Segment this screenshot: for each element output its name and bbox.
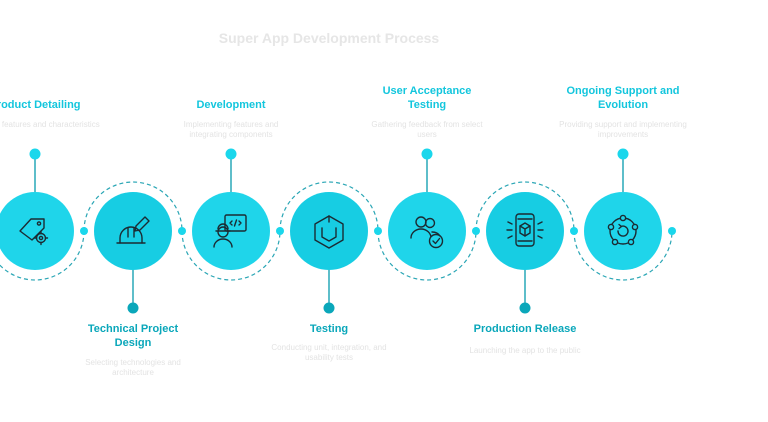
developer-code-icon (213, 214, 247, 248)
connector-arc (0, 230, 85, 281)
step-circle (290, 192, 368, 270)
stem-dot (519, 302, 531, 314)
step-desc-technical-design: Selecting technologies and architecture (85, 358, 181, 377)
step-label-user-acceptance: User Acceptance Testing (382, 85, 472, 111)
step-label-product-detailing: Product Detailing (0, 99, 81, 111)
step-label-ongoing-support: Ongoing Support and Evolution (566, 85, 680, 111)
stem-dot (323, 302, 335, 314)
connector-arc (377, 230, 477, 281)
junction-dot (276, 227, 284, 235)
stem-dot (29, 148, 41, 160)
junction-dot (668, 227, 676, 235)
users-check-icon (410, 216, 444, 249)
step-label-technical-design: Technical Project Design (87, 323, 179, 349)
junction-dot (80, 227, 88, 235)
step-label-testing: Testing (309, 323, 349, 335)
step-circle (584, 192, 662, 270)
junction-dot (178, 227, 186, 235)
stem-dot (225, 148, 237, 160)
network-cycle-icon (607, 214, 639, 246)
step-desc-user-acceptance: Gathering feedback from select users (371, 120, 483, 139)
step-circle (0, 192, 74, 270)
step-circle (94, 192, 172, 270)
step-label-development: Development (196, 99, 266, 111)
stem-dot (127, 302, 139, 314)
step-desc-ongoing-support: Providing support and implementing impro… (559, 120, 687, 139)
junction-dot (472, 227, 480, 235)
step-label-production-release: Production Release (473, 323, 577, 335)
junction-dot (374, 227, 382, 235)
step-desc-testing: Conducting unit, integration, and usabil… (271, 343, 387, 362)
phone-box-icon (506, 213, 544, 247)
connector-arc (83, 181, 183, 232)
hardhat-pencil-icon (116, 216, 150, 244)
stem-dot (617, 148, 629, 160)
step-desc-product-detailing: Defining features and characteristics (0, 120, 100, 129)
connector-arc (573, 230, 673, 281)
tag-gear-icon (19, 218, 49, 246)
cube-testing-icon (314, 215, 344, 249)
junction-dot (570, 227, 578, 235)
step-desc-production-release: Launching the app to the public (469, 346, 581, 355)
connector-arc (475, 181, 575, 232)
stem-dot (421, 148, 433, 160)
connector-arc (279, 181, 379, 232)
connector-arc (181, 230, 281, 281)
step-desc-development: Implementing features and integrating co… (183, 120, 279, 139)
diagram-title: Super App Development Process (218, 30, 440, 46)
